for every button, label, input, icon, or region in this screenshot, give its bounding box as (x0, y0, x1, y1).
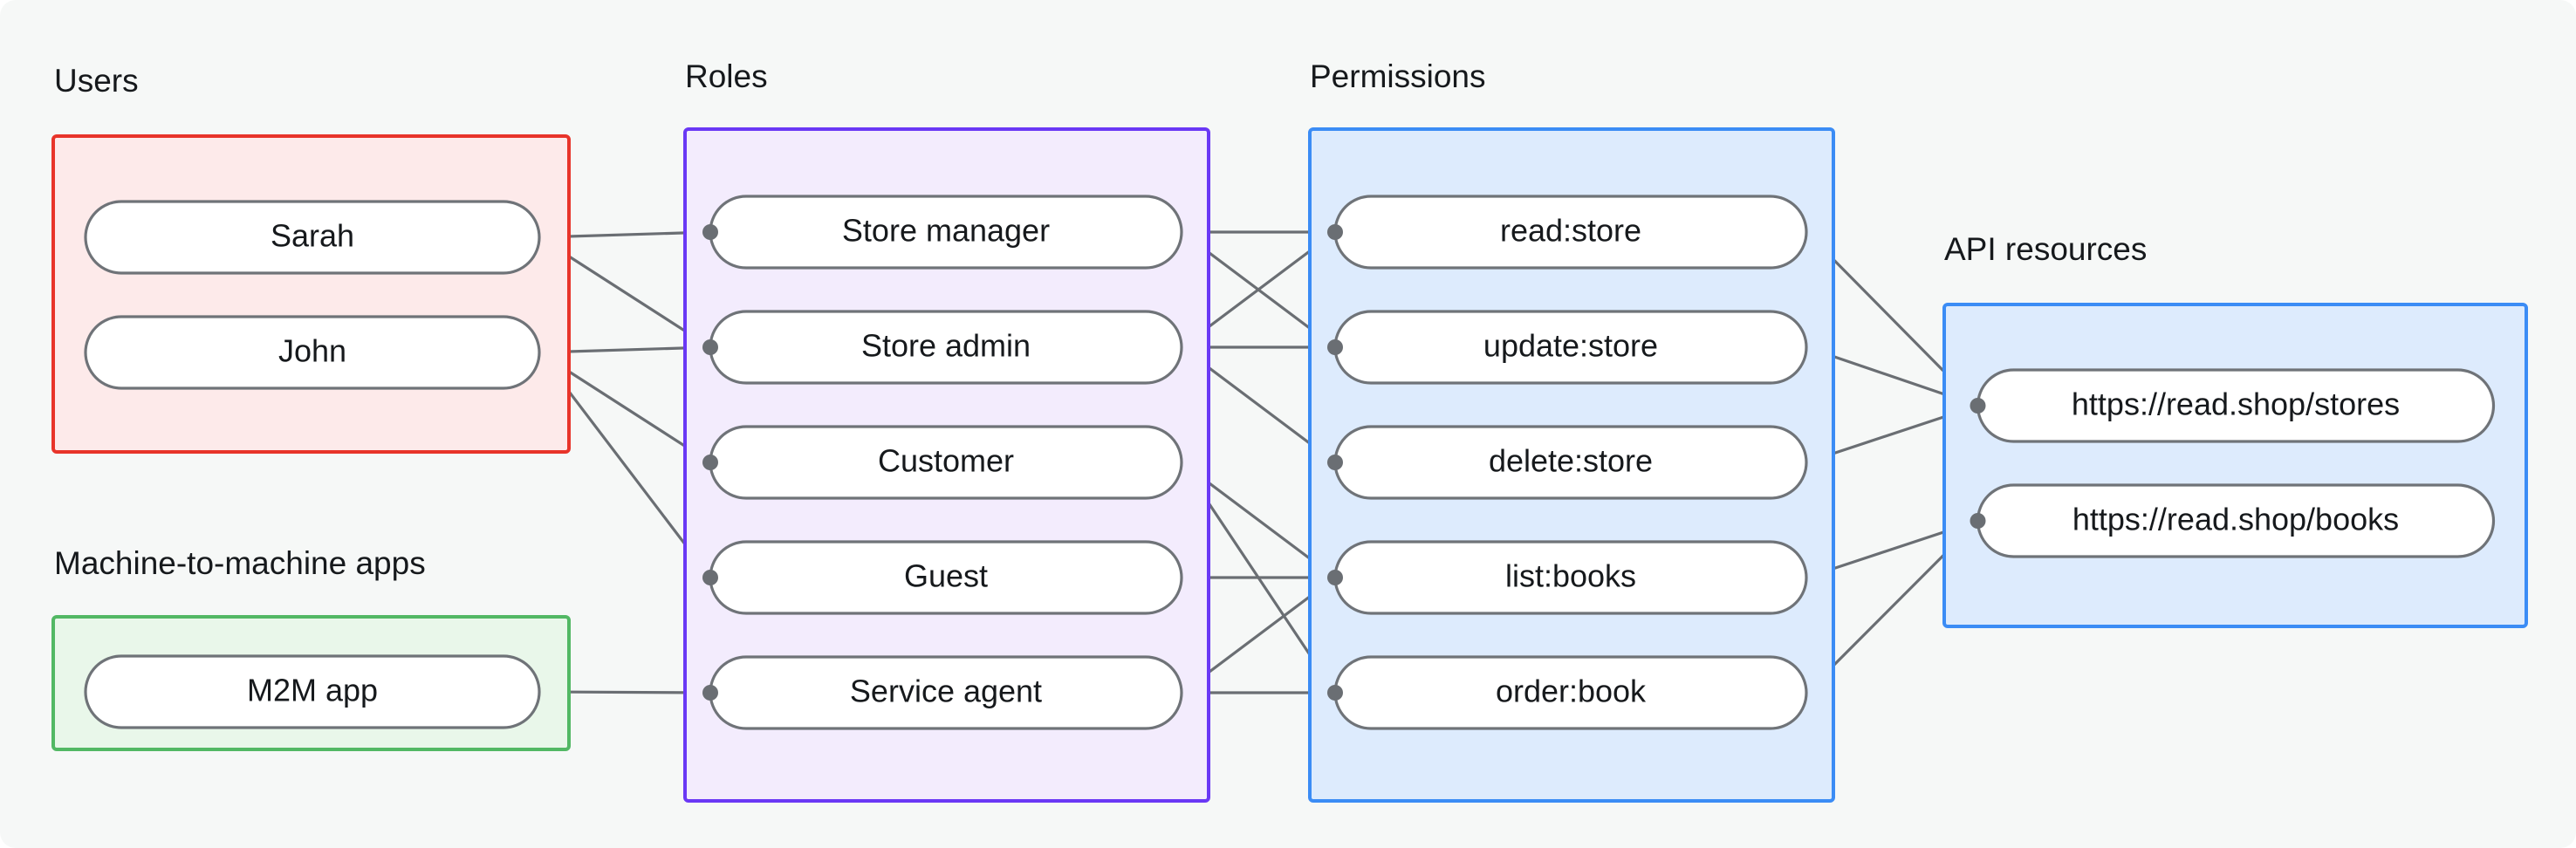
node-label-stores-url: https://read.shop/stores (2072, 386, 2400, 422)
node-label-sarah: Sarah (271, 218, 354, 254)
node-john[interactable] (84, 315, 541, 390)
node-label-service-agent: Service agent (850, 674, 1042, 709)
ports-layer (702, 224, 1986, 701)
node-label-store-admin: Store admin (861, 328, 1031, 364)
port-dot-delete-store (1327, 455, 1343, 470)
group-box-users (51, 134, 571, 454)
node-label-guest: Guest (904, 558, 988, 594)
node-label-update-store: update:store (1483, 328, 1658, 364)
node-m2mapp[interactable] (84, 654, 541, 729)
port-dot-books-url (1970, 513, 1986, 529)
port-dot-store-manager (702, 224, 718, 240)
nodes-layer (84, 195, 2496, 730)
port-dot-order-book (1327, 685, 1343, 701)
group-label-m2m: Machine-to-machine apps (54, 545, 426, 581)
node-label-list-books: list:books (1505, 558, 1636, 594)
node-label-books-url: https://read.shop/books (2072, 502, 2399, 537)
port-dot-stores-url (1970, 398, 1986, 414)
port-dot-update-store (1327, 339, 1343, 355)
port-dot-list-books (1327, 570, 1343, 585)
group-box-api-resources (1942, 303, 2528, 628)
node-label-order-book: order:book (1496, 674, 1647, 709)
node-label-store-manager: Store manager (842, 213, 1050, 249)
group-label-users: Users (54, 63, 139, 99)
node-sarah[interactable] (84, 200, 541, 275)
port-dot-guest (702, 570, 718, 585)
node-label-read-store: read:store (1500, 213, 1641, 249)
group-label-permissions: Permissions (1310, 58, 1486, 94)
node-label-m2mapp: M2M app (247, 673, 378, 708)
port-dot-customer (702, 455, 718, 470)
group-label-api-resources: API resources (1944, 231, 2147, 267)
node-label-john: John (278, 333, 346, 369)
port-dot-service-agent (702, 685, 718, 701)
port-dot-store-admin (702, 339, 718, 355)
node-label-customer: Customer (878, 443, 1014, 479)
node-label-delete-store: delete:store (1489, 443, 1653, 479)
port-dot-read-store (1327, 224, 1343, 240)
group-label-roles: Roles (685, 58, 768, 94)
